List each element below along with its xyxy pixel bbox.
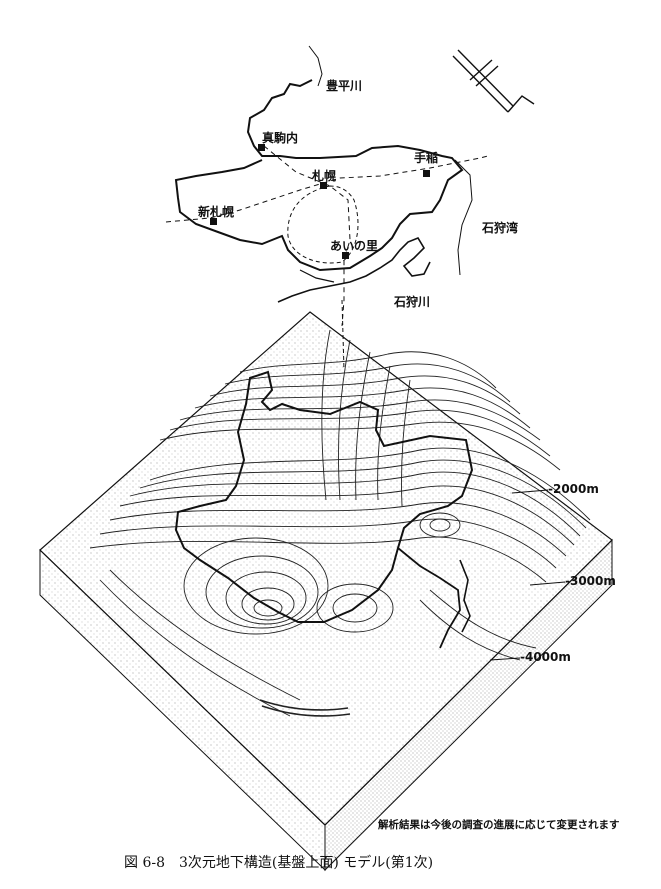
- model-sea-edge: [459, 559, 471, 633]
- station-marker-shin-sapporo: [210, 218, 217, 225]
- block-top-surface: [39, 311, 613, 826]
- city-boundary: [174, 79, 464, 272]
- disclaimer-note: 解析結果は今後の調査の進展に応じて変更されます: [378, 819, 620, 831]
- label-ishikari-bay: 石狩湾: [482, 221, 519, 235]
- label-sapporo: 札幌: [312, 169, 337, 183]
- figure-caption: 図 6-8 3次元地下構造(基盤上面) モデル(第1次): [124, 855, 434, 871]
- north-arrow-icon: [452, 49, 535, 113]
- location-map: [165, 45, 489, 327]
- label-ainosato: あいの里: [330, 239, 379, 253]
- station-marker-ainosato: [342, 252, 349, 259]
- depth-label-4000: -4000m: [520, 650, 571, 664]
- depth-leaders: [489, 489, 566, 661]
- label-shin-sapporo: 新札幌: [198, 205, 235, 219]
- ishikari-river-line: [277, 237, 431, 303]
- toyohira-river-line: [308, 45, 323, 87]
- block-model: [39, 311, 613, 872]
- contour-layer: [89, 329, 591, 717]
- central-circle-boundary: [287, 185, 359, 264]
- model-ishikari-river: [397, 547, 461, 649]
- depth-label-3000: -3000m: [565, 574, 616, 588]
- ishikari-river-branch: [299, 269, 335, 283]
- coastline-ishikari-bay: [454, 159, 473, 276]
- station-marker-teine: [423, 170, 430, 177]
- label-toyohira-river: 豊平川: [326, 79, 363, 93]
- label-makomanai: 真駒内: [262, 131, 299, 145]
- map-to-model-leader: [341, 299, 345, 371]
- label-teine: 手稲: [414, 151, 439, 165]
- station-marker-sapporo: [320, 182, 327, 189]
- depth-label-2000: -2000m: [548, 482, 599, 496]
- subway-line: [263, 145, 351, 327]
- station-marker-makomanai: [258, 144, 265, 151]
- label-ishikari-river: 石狩川: [394, 295, 431, 309]
